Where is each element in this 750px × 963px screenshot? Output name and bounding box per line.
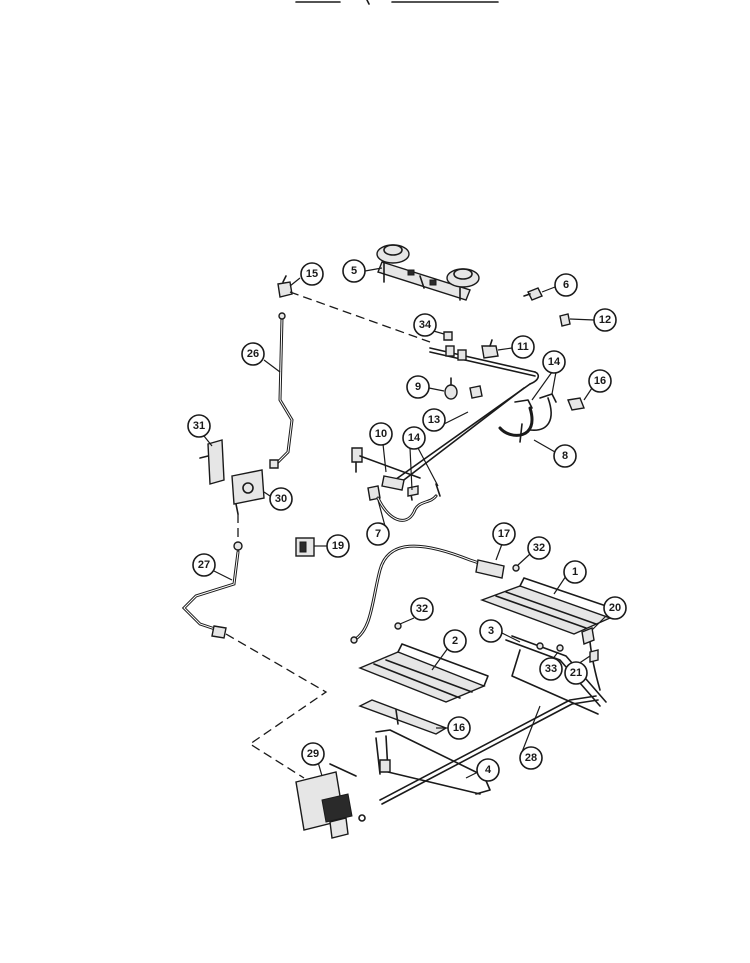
svg-text:4: 4 [485,764,492,776]
callout-14-upper: 14 [542,350,566,374]
svg-text:33: 33 [545,663,557,675]
svg-text:14: 14 [408,432,421,444]
hose-17 [350,544,505,644]
callout-8: 8 [553,444,577,468]
wire-7 [367,485,438,522]
svg-text:11: 11 [517,341,529,353]
callout-20: 20 [603,596,627,620]
callout-4: 4 [476,758,500,782]
callout-21: 21 [564,661,588,685]
svg-text:32: 32 [416,603,428,615]
callout-14-lower: 14 [402,426,426,450]
callout-32-lower: 32 [410,597,434,621]
callout-5: 5 [342,259,366,283]
callout-19: 19 [326,534,350,558]
callout-9: 9 [406,375,430,399]
header-fragment [295,0,499,5]
callout-29: 29 [301,742,325,766]
electrode-14-lower [407,483,441,501]
callout-16-lower: 16 [447,716,471,740]
svg-text:15: 15 [306,268,318,280]
bracket-31 [199,439,225,485]
callout-7: 7 [366,522,390,546]
callout-28: 28 [519,746,543,770]
callout-16-upper: 16 [588,369,612,393]
svg-text:32: 32 [533,542,545,554]
burner-4 [375,729,491,795]
svg-text:6: 6 [563,279,569,291]
callout-15: 15 [300,262,324,286]
callout-13: 13 [422,408,446,432]
svg-text:16: 16 [453,722,465,734]
svg-text:5: 5 [351,265,357,277]
callout-26: 26 [241,342,265,366]
callout-32-upper: 32 [527,536,551,560]
screw-32-upper [512,564,520,572]
burner-pan-2 [358,643,489,703]
manifold-pipe [381,345,540,491]
callout-27: 27 [192,553,216,577]
svg-text:21: 21 [570,667,582,679]
part-19 [295,537,315,557]
callout-11: 11 [511,335,535,359]
callouts: 15 5 6 12 34 11 26 14 9 16 13 31 [187,259,627,782]
part-33 [556,644,564,652]
bracket-11 [481,339,499,359]
bracket-16-lower [358,699,448,735]
screw-32-lower [394,622,402,630]
callout-1: 1 [563,560,587,584]
svg-text:16: 16 [594,375,606,387]
part-6 [523,287,543,301]
clip-15 [277,275,293,298]
callout-31: 31 [187,414,211,438]
hose-26 [269,312,294,469]
svg-text:12: 12 [599,314,611,326]
pipe-27 [181,541,243,639]
callout-17: 17 [492,522,516,546]
svg-text:8: 8 [562,450,568,462]
part-34 [443,331,453,341]
svg-text:7: 7 [375,528,381,540]
svg-text:14: 14 [548,356,561,368]
valve-9 [444,377,483,400]
burner-tube-3 [505,635,607,715]
svg-text:31: 31 [193,420,205,432]
svg-text:3: 3 [488,625,494,637]
callout-6: 6 [554,273,578,297]
burner-pan-1 [479,577,613,635]
svg-text:29: 29 [307,748,319,760]
dashed-guide-27 [225,633,328,779]
wire-8 [519,397,552,443]
valve-29 [295,763,366,839]
callout-34: 34 [413,313,437,337]
svg-text:30: 30 [275,493,287,505]
svg-text:13: 13 [428,414,440,426]
callout-33: 33 [539,657,563,681]
regulator-30 [231,469,265,515]
callout-3: 3 [479,619,503,643]
svg-text:34: 34 [419,319,432,331]
callout-2: 2 [443,629,467,653]
svg-text:27: 27 [198,559,210,571]
svg-text:20: 20 [609,602,621,614]
svg-text:1: 1 [572,566,578,578]
svg-text:17: 17 [498,528,510,540]
callout-12: 12 [593,308,617,332]
svg-text:10: 10 [375,428,387,440]
top-burner-assembly [376,244,480,301]
callout-10: 10 [369,422,393,446]
svg-text:26: 26 [247,348,259,360]
part-12 [559,313,571,327]
tube-28 [379,695,599,805]
svg-text:28: 28 [525,752,537,764]
svg-text:9: 9 [415,381,421,393]
svg-text:19: 19 [332,540,344,552]
electrode-10 [351,447,421,479]
clip-16-upper [567,397,585,411]
dashed-guide-15 [289,291,431,343]
part-20-21 [581,627,601,691]
svg-text:2: 2 [452,635,458,647]
callout-30: 30 [269,487,293,511]
